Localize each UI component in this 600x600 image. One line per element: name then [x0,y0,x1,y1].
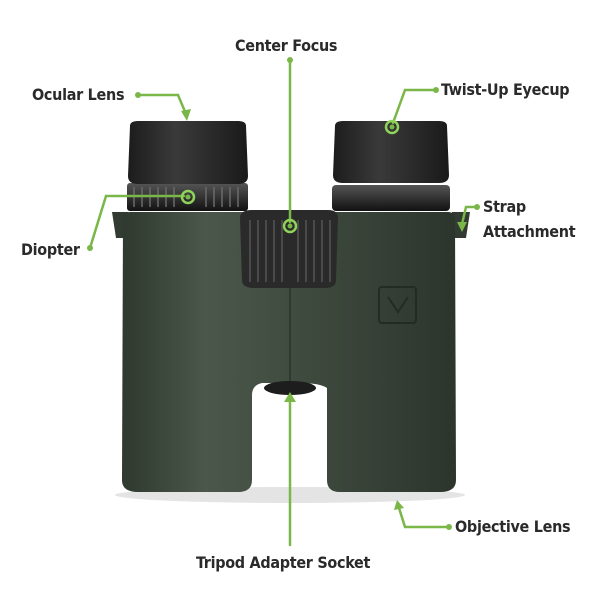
label-center-focus: Center Focus [235,36,338,55]
callout-dot [384,119,400,135]
eyecup-callout [391,88,438,125]
callout-dot [180,189,196,205]
objective-callout [397,506,451,529]
right-eyecup-ring [332,185,450,211]
label-diopter: Diopter [21,240,80,259]
diopter-callout [88,194,186,250]
label-objective-lens: Objective Lens [455,517,571,536]
brand-logo-icon [378,286,417,324]
arrow-icon [181,109,191,121]
arrow-icon [394,500,404,510]
ocular-lens-callout [136,93,188,116]
arrow-icon [284,392,296,402]
binocular-body [122,212,456,492]
label-strap: Strap [483,197,526,216]
tripod-socket [264,381,316,395]
callout-dot [282,218,298,234]
left-eyecup [128,121,248,184]
arrow-icon [457,222,467,232]
label-tripod-adapter-socket: Tripod Adapter Socket [196,553,371,572]
label-ocular-lens: Ocular Lens [32,85,125,104]
label-attachment: Attachment [483,222,576,241]
strap-callout [460,205,479,226]
right-eyecup [333,121,449,183]
label-twist-up-eyecup: Twist-Up Eyecup [441,80,570,99]
